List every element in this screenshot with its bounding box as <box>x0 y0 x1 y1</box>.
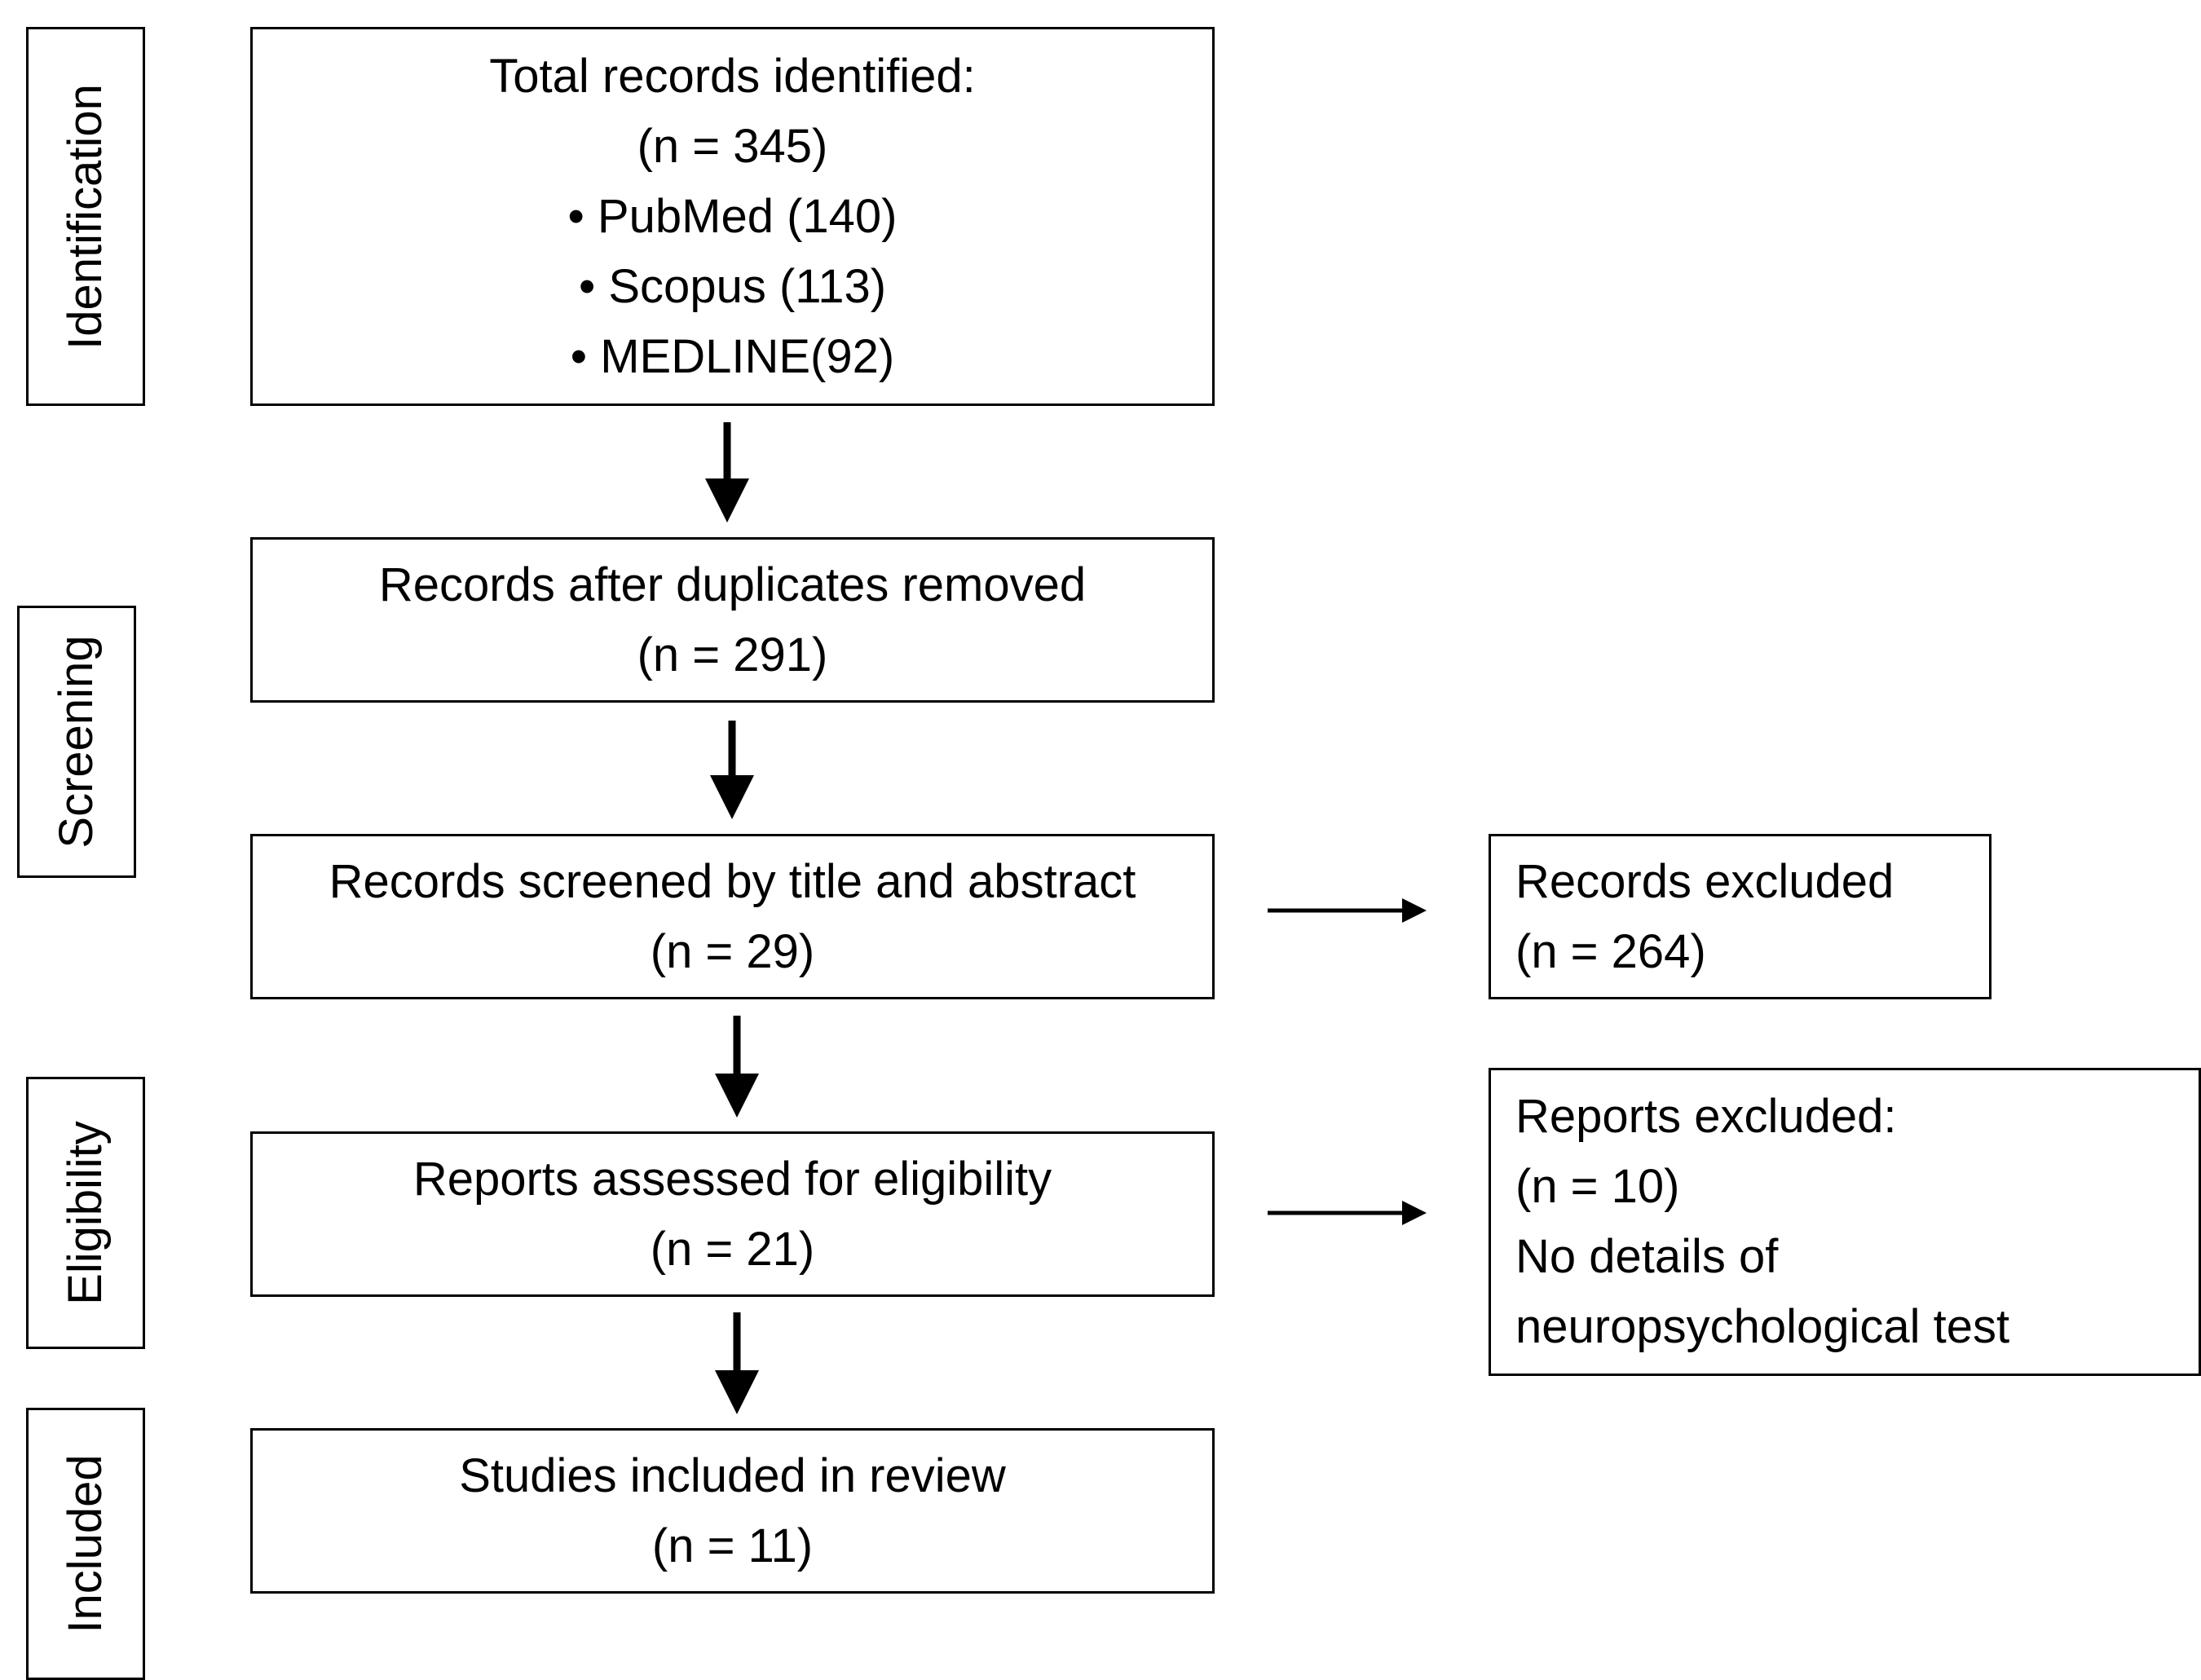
included-count: (n = 11) <box>651 1519 814 1572</box>
deduplicated-title: Records after duplicates removed <box>378 558 1087 611</box>
identified-count: (n = 345) <box>637 119 828 173</box>
reports-excluded-count: (n = 10) <box>1515 1160 1680 1213</box>
screened-box: Records screened by title and abstract (… <box>250 834 1215 999</box>
reports-excluded-title: Reports excluded: <box>1515 1090 1897 1143</box>
stage-screening: Screening <box>17 606 136 878</box>
identified-box: Total records identified: (n = 345) • Pu… <box>250 27 1215 406</box>
reports-excluded-box: Reports excluded: (n = 10) No details of… <box>1489 1068 2201 1376</box>
screened-count: (n = 29) <box>650 924 815 978</box>
deduplicated-count: (n = 291) <box>637 628 828 681</box>
stage-identification: Identification <box>26 27 145 406</box>
source-pubmed: • PubMed (140) <box>567 189 898 243</box>
source-scopus: • Scopus (113) <box>578 259 887 313</box>
stage-included: Included <box>26 1408 145 1680</box>
assessed-count: (n = 21) <box>650 1222 815 1276</box>
records-excluded-box: Records excluded (n = 264) <box>1489 834 1991 999</box>
included-title: Studies included in review <box>459 1449 1006 1502</box>
reports-excluded-reason-line2: neuropsychological test <box>1515 1300 2010 1353</box>
deduplicated-box: Records after duplicates removed (n = 29… <box>250 537 1215 703</box>
records-excluded-title: Records excluded <box>1515 854 1894 908</box>
source-medline: • MEDLINE(92) <box>570 329 895 383</box>
records-excluded-count: (n = 264) <box>1515 924 1706 978</box>
assessed-title: Reports assessed for eligibility <box>412 1152 1052 1206</box>
stage-eligibility: Eligibility <box>26 1077 145 1349</box>
assessed-box: Reports assessed for eligibility (n = 21… <box>250 1131 1215 1297</box>
identified-title: Total records identified: <box>489 49 976 103</box>
screened-title: Records screened by title and abstract <box>329 854 1136 908</box>
reports-excluded-reason-line1: No details of <box>1515 1230 1779 1283</box>
included-box: Studies included in review (n = 11) <box>250 1428 1215 1594</box>
